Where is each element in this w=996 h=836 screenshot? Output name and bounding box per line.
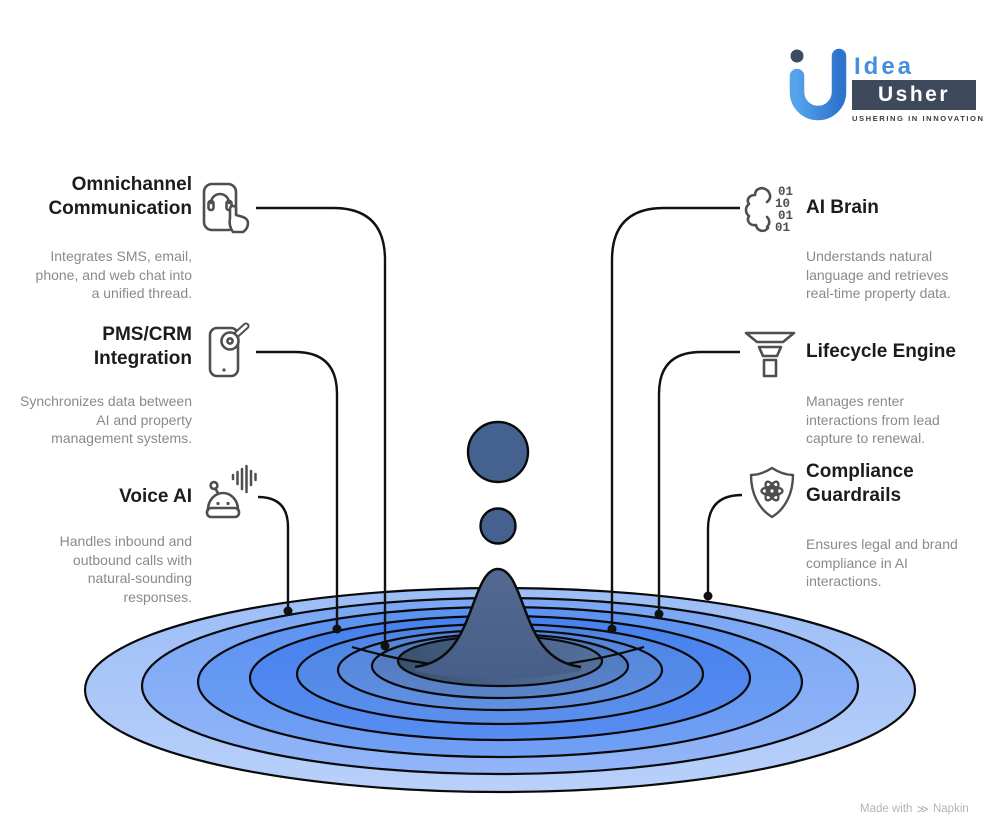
svg-text:01: 01: [778, 209, 793, 223]
dot-pms-crm: [332, 624, 342, 634]
feature-pms-crm-description: Synchronizes data between AI and propert…: [14, 392, 192, 448]
feature-title: AI Brain: [806, 197, 879, 218]
feature-title: Compliance Guardrails: [806, 461, 914, 506]
svg-text:01: 01: [775, 221, 790, 235]
funnel-icon: [744, 331, 796, 378]
feature-title: Omnichannel Communication: [48, 174, 192, 219]
phone-key-icon: [208, 322, 250, 378]
napkin-brand-label: Napkin: [932, 803, 969, 815]
feature-pms-crm-integration: PMS/CRM Integration: [72, 323, 192, 371]
feature-compliance-guardrails: Compliance Guardrails: [806, 460, 926, 508]
feature-description: Integrates SMS, email, phone, and web ch…: [35, 248, 192, 301]
feature-description: Handles inbound and outbound calls with …: [59, 533, 192, 605]
feature-description: Synchronizes data between AI and propert…: [20, 393, 192, 446]
dot-compliance: [703, 591, 713, 601]
splash-column: [415, 569, 581, 679]
binary-digits: 01 10 01 01: [775, 185, 793, 235]
feature-description: Ensures legal and brand compliance in AI…: [806, 536, 958, 589]
feature-ai-brain-description: Understands natural language and retriev…: [806, 247, 971, 303]
brain-binary-icon: 01 10 01 01: [744, 185, 793, 235]
connector-compliance: [706, 493, 743, 596]
feature-title: Lifecycle Engine: [806, 341, 956, 362]
connector-ai-brain: [610, 206, 740, 629]
feature-voice-ai: Voice AI: [32, 485, 192, 509]
napkin-icon: ≫: [916, 802, 929, 816]
feature-lifecycle-engine: Lifecycle Engine: [806, 340, 971, 364]
dot-omnichannel: [380, 641, 390, 651]
feature-ai-brain: AI Brain: [806, 196, 966, 220]
feature-omnichannel-communication: Omnichannel Communication: [22, 173, 192, 221]
shield-gear-icon: [749, 466, 795, 519]
feature-compliance-description: Ensures legal and brand compliance in AI…: [806, 535, 978, 591]
robot-voice-icon: [205, 464, 257, 519]
idea-usher-mark-icon: [789, 48, 847, 121]
feature-description: Understands natural language and retriev…: [806, 248, 951, 301]
svg-text:01: 01: [778, 185, 793, 199]
gear-flower: [760, 480, 784, 502]
droplet-small: [479, 507, 517, 545]
logo-text-usher: Usher: [877, 83, 951, 106]
feature-title: Voice AI: [119, 486, 192, 507]
dot-lifecycle: [654, 609, 664, 619]
connector-voice-ai: [257, 495, 290, 611]
dot-ai-brain: [607, 624, 617, 634]
logo-text-idea: Idea: [854, 53, 915, 80]
droplet-large: [466, 420, 530, 484]
ripple-rings: [83, 586, 917, 794]
feature-description: Manages renter interactions from lead ca…: [806, 393, 940, 446]
made-with-label: Made with: [860, 803, 913, 815]
connector-dots: [283, 591, 713, 651]
feature-voice-ai-description: Handles inbound and outbound calls with …: [34, 532, 192, 606]
dot-voice-ai: [283, 606, 293, 616]
sound-wave-bars: [231, 464, 257, 494]
logo-usher-box: Usher: [852, 80, 976, 110]
splash-column-outline: [414, 567, 582, 669]
idea-usher-logo: Idea Usher USHERING IN INNOVATION: [782, 40, 985, 135]
feature-lifecycle-description: Manages renter interactions from lead ca…: [806, 392, 966, 448]
connector-pms-crm: [256, 350, 339, 629]
feature-title: PMS/CRM Integration: [93, 324, 192, 369]
tablet-headset-icon: [202, 182, 250, 234]
connector-lines: [256, 206, 743, 646]
svg-text:10: 10: [775, 197, 790, 211]
feature-omnichannel-description: Integrates SMS, email, phone, and web ch…: [27, 247, 192, 303]
connector-omnichannel: [256, 206, 387, 646]
napkin-attribution: Made with ≫ Napkin: [860, 802, 969, 816]
connector-lifecycle: [657, 350, 740, 614]
logo-tagline: USHERING IN INNOVATION: [852, 114, 985, 123]
